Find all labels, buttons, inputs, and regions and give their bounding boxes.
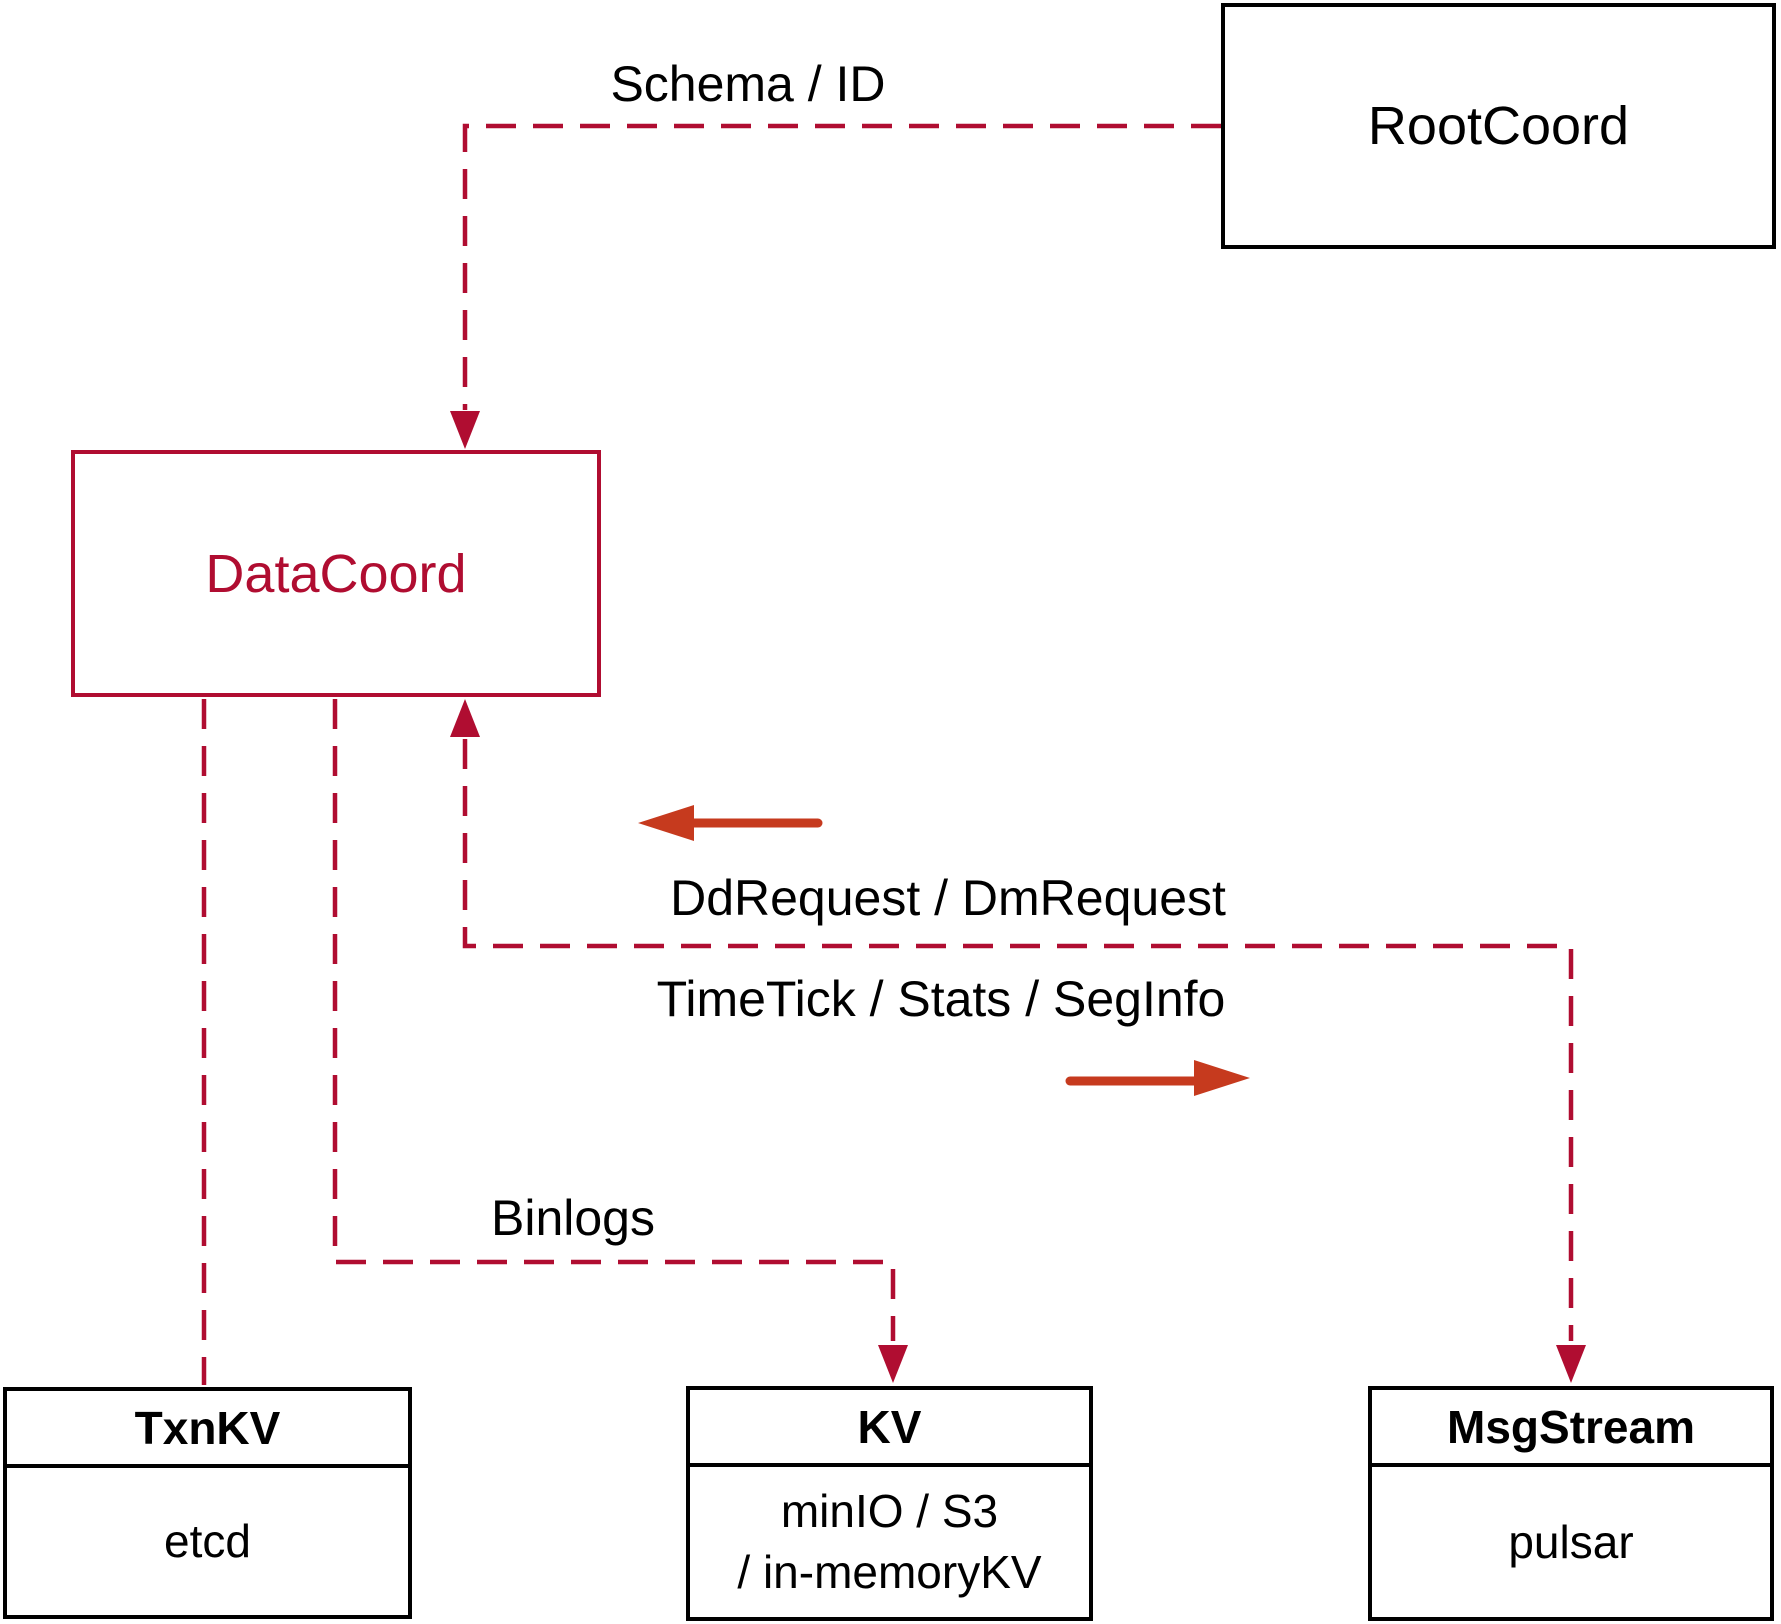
edge-label-timetick: TimeTick / Stats / SegInfo	[656, 971, 1226, 1027]
node-msgstream-body: pulsar	[1508, 1515, 1634, 1568]
node-datacoord: DataCoord	[71, 450, 601, 697]
node-datacoord-label: DataCoord	[205, 543, 467, 604]
node-txnkv: TxnKV etcd	[3, 1387, 412, 1619]
node-kv: KV minIO / S3 / in-memoryKV	[686, 1386, 1093, 1621]
right-direction-arrow-head	[1194, 1060, 1250, 1096]
arrowhead-into-datacoord-top	[450, 411, 480, 449]
node-txnkv-header: TxnKV	[7, 1391, 408, 1468]
node-kv-header: KV	[690, 1390, 1089, 1467]
edge-rootcoord-to-datacoord	[462, 123, 1221, 410]
left-direction-arrow-head	[638, 805, 694, 841]
node-kv-body-line2: / in-memoryKV	[737, 1546, 1042, 1598]
edge-label-ddrequest: DdRequest / DmRequest	[670, 870, 1226, 926]
edge-label-schema-id: Schema / ID	[610, 56, 886, 112]
edge-label-binlogs: Binlogs	[491, 1190, 655, 1246]
node-kv-body: minIO / S3 / in-memoryKV	[690, 1467, 1089, 1617]
node-msgstream-header: MsgStream	[1372, 1390, 1770, 1467]
arrowhead-into-datacoord-bottom	[450, 699, 480, 737]
node-rootcoord-label: RootCoord	[1367, 96, 1630, 156]
edge-datacoord-msgstream	[462, 739, 1574, 1341]
arrowhead-into-msgstream-top	[1556, 1345, 1586, 1383]
arrowhead-into-kv-top	[878, 1345, 908, 1383]
node-msgstream: MsgStream pulsar	[1368, 1386, 1774, 1621]
node-kv-body-line1: minIO / S3	[780, 1485, 999, 1538]
node-rootcoord: RootCoord	[1221, 3, 1776, 249]
node-txnkv-body: etcd	[164, 1515, 251, 1568]
